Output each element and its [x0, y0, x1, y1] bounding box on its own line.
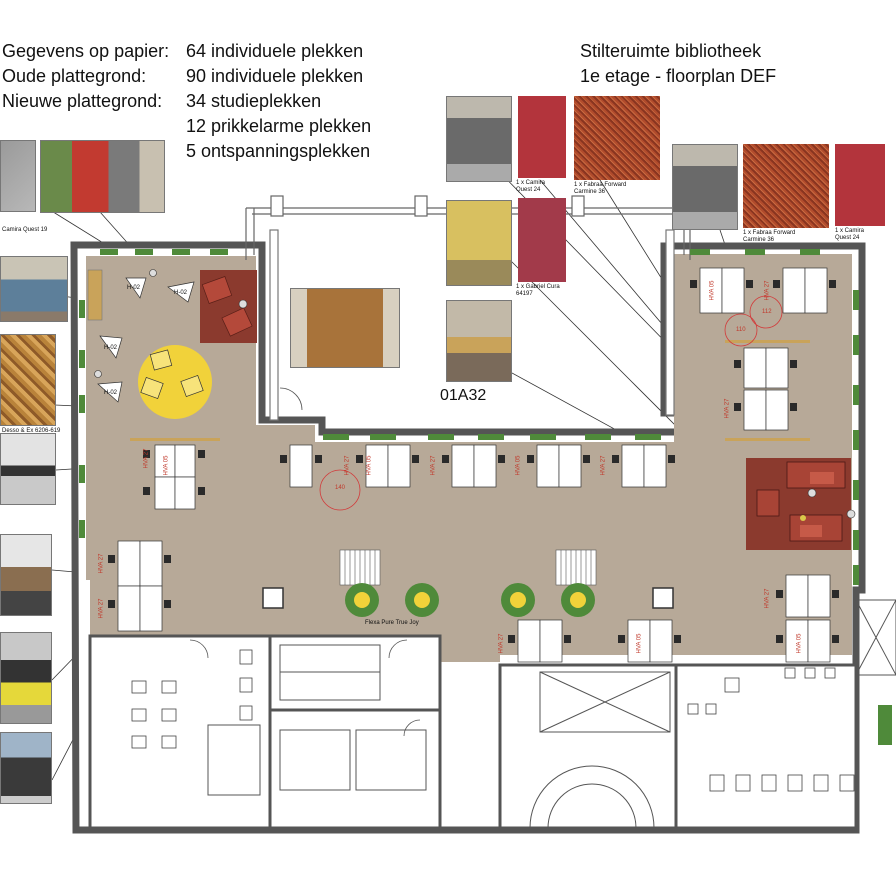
swatch-label-desso: Desso & Ex 6206-619 [2, 428, 61, 434]
value-old-plan: 90 individuele plekken [186, 66, 364, 86]
label-old-plan: Oude plattegrond: [2, 66, 147, 86]
room-code: 01A32 [440, 387, 487, 404]
desk-code: HVA 27 [764, 280, 771, 301]
chair-label: H-02 [174, 290, 188, 296]
photo-study-table [0, 534, 52, 616]
value-relax: 5 ontspanningsplekken [186, 141, 371, 161]
desk-code: HVA 05 [366, 455, 373, 476]
circle-label: 140 [335, 485, 346, 491]
desk-code: HVA 27 [344, 455, 351, 476]
desk-code: HVA 27 [724, 398, 731, 419]
desk-code: HVA 05 [796, 633, 803, 654]
value-study: 34 studieplekken [186, 91, 322, 111]
desk-code: HVA 05 [636, 633, 643, 654]
photo-lounge-chairs [40, 140, 165, 213]
desk-code: HVA 27 [498, 633, 505, 654]
label-paper: Gegevens op papier: [2, 41, 170, 61]
desk-code: HVA 27 [98, 598, 105, 619]
photo-desk-row [0, 433, 56, 505]
photo-acoustic-chair-grey [446, 96, 512, 182]
desk-code: HVA 27 [98, 553, 105, 574]
desk-code: HVA 05 [515, 455, 522, 476]
photo-swatch-camira-grey [0, 140, 36, 212]
desk-code: HVA 27 [143, 448, 150, 469]
swatch-label-camira-24-b: 1 x Camira Quest 24 [835, 228, 865, 241]
swatch-label-camira-19: Camira Quest 19 [2, 227, 48, 233]
swatch-label-gabriel-cura: 1 x Gabriel Cura 64197 [516, 284, 560, 297]
swatch-camira-quest-24-b [835, 144, 885, 226]
desk-code: HVA 27 [764, 588, 771, 609]
photo-side-table [446, 300, 512, 382]
photo-divider-screen [0, 732, 52, 804]
value-low-stimulus: 12 prikkelarme plekken [186, 116, 372, 136]
photo-carpet-desso [0, 334, 56, 426]
swatch-label-fabraa-a: 1 x Fabraa Forward Carmine 36 [574, 182, 627, 195]
title-right: Stilteruimte bibliotheek [580, 41, 762, 61]
chair-label: H-02 [127, 285, 141, 291]
photo-acoustic-chair-grey-2 [672, 144, 738, 230]
swatch-fabraa-forward-b [743, 144, 829, 228]
photo-sofa [0, 256, 68, 322]
desk-code: HVA 05 [163, 455, 170, 476]
chair-label: H-02 [104, 345, 118, 351]
circle-label: 112 [762, 309, 772, 315]
value-paper: 64 individuele plekken [186, 41, 364, 61]
swatch-fabraa-forward-a [574, 96, 660, 180]
desk-code: HVA 05 [709, 280, 716, 301]
subtitle-right: 1e etage - floorplan DEF [580, 66, 777, 86]
chair-label: H-02 [104, 390, 118, 396]
circle-label: 110 [736, 327, 746, 333]
photo-acoustic-chair-yellow [446, 200, 512, 286]
photo-yellow-chair [0, 632, 52, 724]
swatch-camira-quest-24-a [518, 96, 566, 178]
swatch-gabriel-cura [518, 198, 566, 282]
swatch-label-fabraa-b: 1 x Fabraa Forward Carmine 36 [743, 230, 796, 243]
swatch-label-camira-24-a: 1 x Camira Quest 24 [516, 180, 546, 193]
label-new-plan: Nieuwe plattegrond: [2, 91, 163, 111]
photo-shelving [290, 288, 400, 368]
desk-code: HVA 27 [430, 455, 437, 476]
round-planters [345, 583, 595, 617]
desk-code: HVA 27 [600, 455, 607, 476]
desks [117, 267, 831, 663]
planter-label: Flexa Pure True Joy [365, 620, 419, 626]
